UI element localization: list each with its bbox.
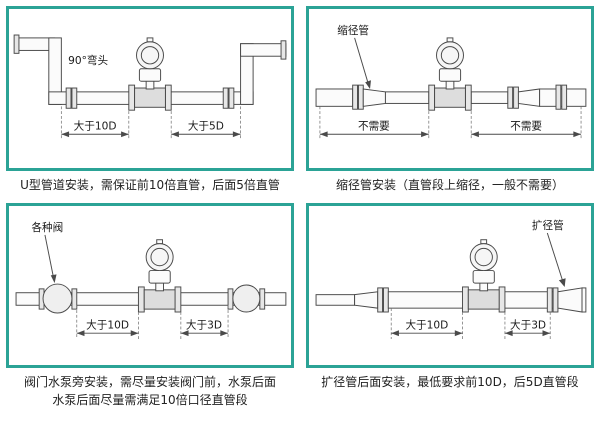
- panel-valve-pump: 各种阀 大于10D 大于: [6, 203, 294, 416]
- expander-label: 扩径管: [532, 219, 564, 232]
- panel-reducer-box: 缩径管 不需要 不需要: [306, 6, 594, 171]
- panel-expander-caption: 扩径管后面安装，最低要求前10D，后5D直管段: [321, 375, 579, 389]
- dim-left-label: 大于10D: [405, 318, 448, 331]
- panel-u-type: 90°弯头 大于10D 大于5D U: [6, 6, 294, 201]
- caption-line-2: 水泵后面尽量需满足10倍口径直管段: [52, 393, 248, 407]
- flowmeter: [128, 37, 172, 111]
- valve-label: 各种阀: [31, 221, 63, 234]
- dimension-left: 大于10D: [390, 308, 463, 339]
- leader-line: [44, 234, 55, 279]
- dim-left-label: 大于10D: [86, 318, 129, 331]
- dimension-right: 大于5D: [170, 106, 241, 141]
- dimension-right: 不需要: [470, 106, 582, 141]
- dim-left-label: 大于10D: [74, 119, 117, 132]
- dim-left-label: 不需要: [358, 120, 390, 132]
- valve-pump-diagram: 各种阀 大于10D 大于: [15, 221, 287, 339]
- flowmeter: [428, 37, 472, 111]
- valve-right: [232, 284, 261, 313]
- panel-expander: 扩径管 大于10D 大于: [306, 203, 594, 416]
- elbow-label: 90°弯头: [68, 54, 108, 67]
- dimension-right: 大于3D: [180, 305, 229, 339]
- leader-line: [354, 37, 369, 84]
- expander-piping: [315, 287, 587, 313]
- diagram-grid: 90°弯头 大于10D 大于5D U: [6, 6, 594, 416]
- flowmeter: [137, 239, 182, 313]
- flowmeter: [462, 239, 506, 313]
- panel-valve-pump-box: 各种阀 大于10D 大于: [6, 203, 294, 368]
- dimension-left: 大于10D: [60, 106, 130, 141]
- panel-u-type-box: 90°弯头 大于10D 大于5D: [6, 6, 294, 171]
- valve-left: [42, 283, 73, 314]
- part-callout: 缩径管: [337, 24, 371, 89]
- part-callout: 扩径管: [532, 219, 566, 287]
- part-callout: 各种阀: [31, 221, 63, 284]
- u-type-diagram: 90°弯头 大于10D 大于5D: [13, 34, 287, 141]
- dimension-left: 大于10D: [76, 305, 139, 339]
- leader-line: [546, 232, 564, 282]
- panel-expander-box: 扩径管 大于10D 大于: [306, 203, 594, 368]
- dimension-left: 不需要: [319, 106, 430, 141]
- reducer-piping: [315, 84, 587, 110]
- panel-reducer-caption: 缩径管安装（直管段上缩径，一般不需要）: [335, 178, 564, 192]
- u-type-piping: [13, 34, 287, 109]
- dim-right-label: 大于5D: [188, 119, 224, 132]
- panel-valve-pump-caption: 阀门水泵旁安装，需尽量安装阀门前，水泵后面 水泵后面尽量需满足10倍口径直管段: [6, 368, 294, 416]
- expander-diagram: 扩径管 大于10D 大于: [315, 219, 587, 339]
- caption-line-1: 阀门水泵旁安装，需尽量安装阀门前，水泵后面: [23, 375, 276, 389]
- reducer-diagram: 缩径管 不需要 不需要: [315, 24, 587, 141]
- reducer-label: 缩径管: [337, 24, 369, 37]
- dim-right-label: 大于3D: [510, 318, 546, 331]
- dim-right-label: 不需要: [510, 120, 542, 132]
- dimension-right: 大于3D: [504, 312, 551, 339]
- panel-reducer: 缩径管 不需要 不需要: [306, 6, 594, 201]
- panel-u-type-caption: U型管道安装，需保证前10倍直管，后面5倍直管: [20, 178, 280, 192]
- dim-right-label: 大于3D: [186, 318, 222, 331]
